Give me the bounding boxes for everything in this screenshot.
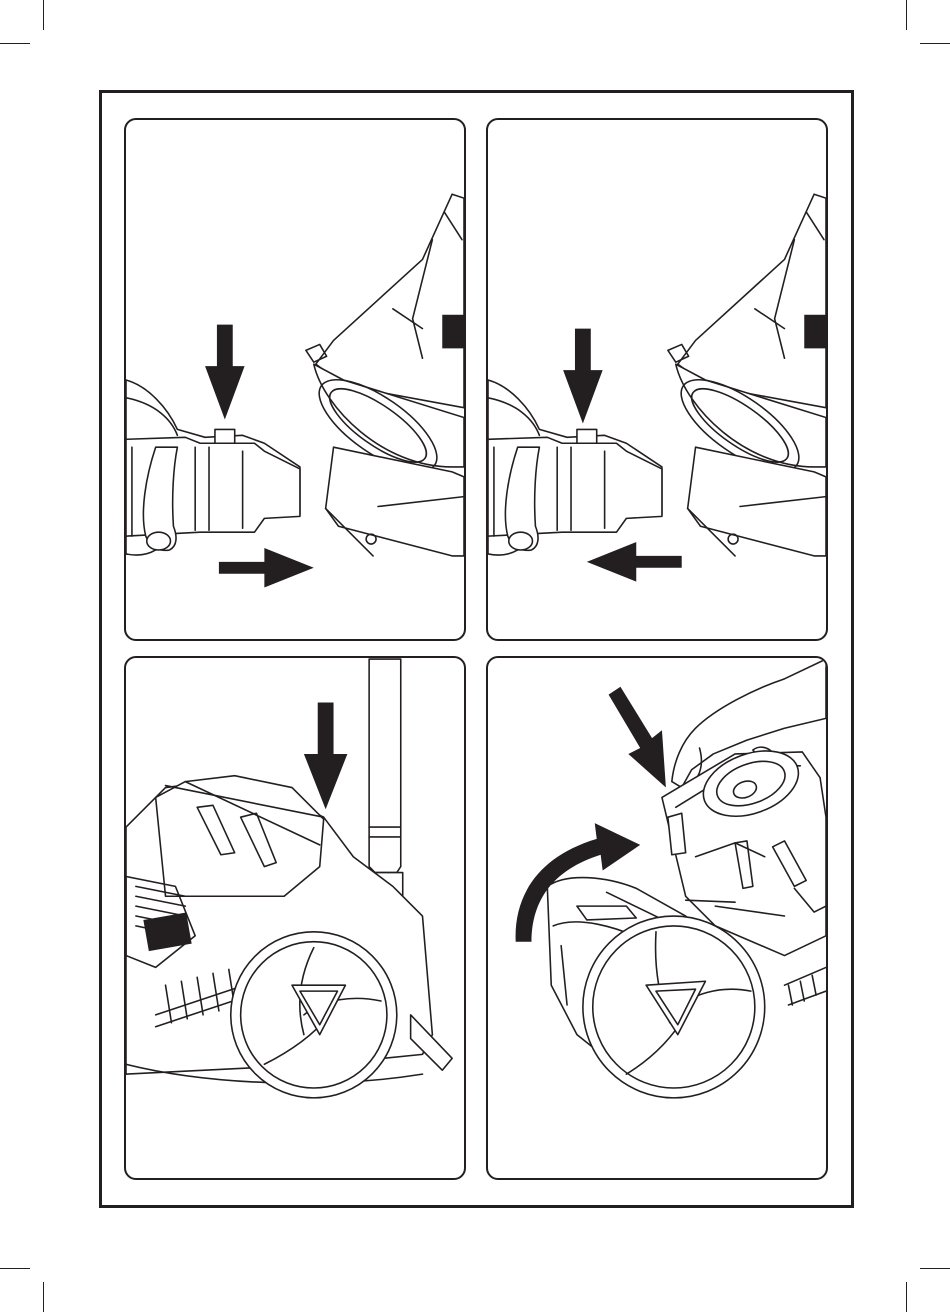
arrow-down-icon: [304, 703, 347, 810]
crop-mark-top-right-h: [920, 43, 950, 44]
dust-container-remove-illustration: [488, 120, 826, 639]
crop-mark-top-left-v: [43, 0, 44, 30]
lid-open-illustration: [488, 658, 826, 1178]
crop-mark-bottom-left-h: [0, 1268, 30, 1269]
arrow-right-icon: [219, 548, 314, 588]
dust-container-insert-illustration: [126, 120, 464, 639]
arrow-down-icon: [563, 329, 603, 424]
arrow-down-icon: [205, 325, 245, 420]
illustration-panel-2: [486, 118, 828, 641]
arrow-diagonal-icon: [609, 687, 666, 788]
illustration-panel-3: [124, 656, 466, 1180]
crop-mark-top-right-v: [906, 0, 907, 30]
handle-press-down-illustration: [126, 658, 464, 1178]
crop-mark-bottom-right-v: [906, 1282, 907, 1312]
crop-mark-bottom-left-v: [43, 1282, 44, 1312]
crop-mark-top-left-h: [0, 43, 30, 44]
illustration-panel-4: [486, 656, 828, 1180]
crop-mark-bottom-right-h: [920, 1268, 950, 1269]
illustration-panel-1: [124, 118, 466, 641]
arrow-left-icon: [587, 542, 682, 582]
